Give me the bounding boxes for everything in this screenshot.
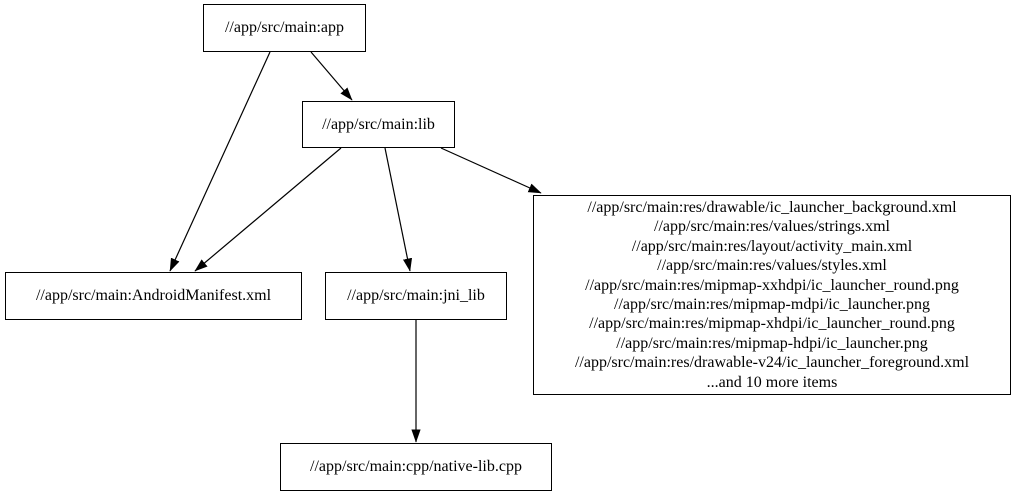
node-app: //app/src/main:app [203, 4, 366, 52]
resource-item: //app/src/main:res/layout/activity_main.… [631, 237, 913, 255]
edge-lib-to-resources [440, 147, 542, 194]
node-lib-label: //app/src/main:lib [322, 115, 435, 133]
edge-lib-to-manifest [194, 147, 342, 272]
resource-item: //app/src/main:res/values/strings.xml [654, 218, 890, 236]
resource-item: //app/src/main:res/mipmap-xhdpi/ic_launc… [589, 315, 955, 333]
edge-lib-to-jni-lib [384, 147, 413, 272]
node-jni-lib: //app/src/main:jni_lib [325, 272, 507, 320]
node-app-label: //app/src/main:app [224, 19, 345, 36]
resource-item: //app/src/main:res/drawable-v24/ic_launc… [574, 354, 970, 372]
resource-more-items: ...and 10 more items [706, 373, 838, 391]
node-android-manifest-label: //app/src/main:AndroidManifest.xml [35, 287, 272, 304]
node-native-lib: //app/src/main:cpp/native-lib.cpp [280, 443, 552, 491]
node-jni-lib-label: //app/src/main:jni_lib [347, 287, 485, 304]
resource-item: //app/src/main:res/drawable/ic_launcher_… [587, 198, 957, 216]
resource-item: //app/src/main:res/mipmap-xxhdpi/ic_laun… [585, 276, 959, 294]
edge-app-to-manifest [169, 51, 271, 272]
resource-item: //app/src/main:res/mipmap-hdpi/ic_launch… [616, 334, 928, 352]
resource-item: //app/src/main:res/mipmap-mdpi/ic_launch… [614, 296, 930, 313]
resource-item: //app/src/main:res/values/styles.xml [657, 257, 887, 275]
node-lib: //app/src/main:lib [302, 101, 455, 148]
node-resources: //app/src/main:res/drawable/ic_launcher_… [533, 195, 1011, 395]
edge-app-to-lib [310, 51, 353, 101]
node-android-manifest: //app/src/main:AndroidManifest.xml [5, 272, 302, 320]
node-native-lib-label: //app/src/main:cpp/native-lib.cpp [310, 458, 522, 475]
